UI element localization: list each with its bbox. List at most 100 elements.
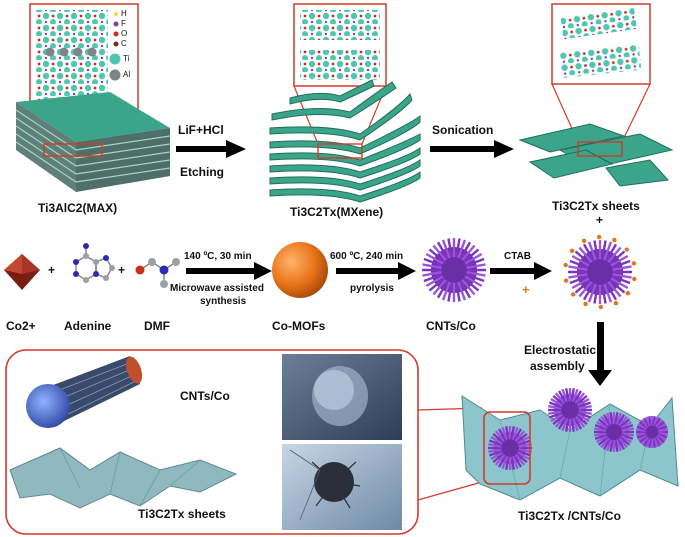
nanotube-spike bbox=[557, 417, 567, 430]
nanotube-spike bbox=[574, 279, 591, 294]
nanotube-spike bbox=[636, 433, 647, 439]
nanotube-spike bbox=[552, 394, 565, 406]
nanotube-spike bbox=[606, 439, 613, 452]
nanotube-spike bbox=[658, 428, 668, 433]
nanotube-spike bbox=[571, 388, 579, 403]
positive-charge-marker bbox=[569, 248, 575, 254]
nanotube-spike bbox=[616, 414, 626, 426]
assembly-label: assembly bbox=[530, 359, 585, 373]
legend-h-label: H bbox=[121, 9, 127, 18]
nanotube-spike bbox=[601, 240, 607, 260]
nanotube-spike bbox=[504, 456, 510, 470]
condition-1-label: 140 ºC, 30 min bbox=[184, 251, 252, 262]
nanotube-spike bbox=[510, 426, 516, 440]
nanotube-spike bbox=[511, 455, 519, 470]
nanotube-spike bbox=[441, 281, 451, 301]
plus-top-label: + bbox=[596, 213, 604, 227]
nanotube-spike bbox=[577, 413, 590, 423]
nanotube-spike bbox=[432, 244, 447, 261]
legend-c-label: C bbox=[121, 39, 127, 48]
nanotube-spike bbox=[550, 397, 563, 407]
nanotube-spike bbox=[436, 241, 449, 260]
nanotube-spike bbox=[497, 428, 507, 441]
nanotube-spike bbox=[656, 422, 667, 430]
nanotube-spike bbox=[436, 280, 449, 299]
positive-charge-icon: + bbox=[522, 282, 530, 297]
nanotube-spike bbox=[612, 273, 632, 279]
nanotube-spike bbox=[577, 411, 592, 419]
nanotube-spike bbox=[609, 250, 626, 265]
nanotube-spike bbox=[461, 279, 476, 296]
positive-charge-marker bbox=[612, 237, 617, 243]
nanotube-spike bbox=[619, 436, 631, 446]
nanotube-spike bbox=[422, 271, 442, 277]
nanotube-spike bbox=[653, 416, 659, 427]
nanotube-spike bbox=[457, 281, 467, 301]
nanotube-spike bbox=[620, 434, 632, 444]
nanotube-spike bbox=[605, 243, 618, 262]
nanotube-spike bbox=[423, 273, 443, 283]
nanotube-spike bbox=[569, 259, 589, 269]
nanotube-spike bbox=[593, 240, 599, 260]
atom-legend bbox=[109, 12, 121, 81]
nanotube-spike bbox=[654, 417, 662, 428]
positive-charge-marker bbox=[563, 262, 568, 268]
nanotube-spike bbox=[557, 390, 567, 403]
nanotube-spike bbox=[501, 455, 509, 470]
composite-cnts-spheres bbox=[488, 388, 668, 470]
nanotube-spike bbox=[638, 435, 648, 444]
nanotube-spike bbox=[501, 426, 509, 441]
nanotube-spike bbox=[488, 442, 502, 448]
positive-charge-marker bbox=[570, 292, 576, 297]
nanotube-spike bbox=[568, 273, 588, 279]
nanotube-spike bbox=[514, 430, 526, 443]
pyrolysis-label: pyrolysis bbox=[350, 283, 394, 294]
nanotube-spike bbox=[582, 243, 595, 262]
mxene-sheet-illustration bbox=[9, 447, 238, 509]
nanotube-spike bbox=[573, 417, 583, 430]
nanotube-spike bbox=[656, 435, 666, 444]
mxene-atomic-structure bbox=[293, 3, 387, 87]
nanotube-spike bbox=[657, 425, 668, 431]
nanotube-spike bbox=[425, 275, 444, 288]
positive-charge-marker bbox=[563, 278, 569, 283]
cobalt-ion-crystal bbox=[4, 254, 40, 290]
nanotube-spike bbox=[422, 263, 442, 269]
nanotube-spike bbox=[459, 241, 472, 260]
nanotube-spike bbox=[554, 392, 566, 405]
nanotube-spike bbox=[603, 283, 613, 303]
nanotube-spike bbox=[455, 282, 461, 302]
nanotube-spike bbox=[611, 275, 631, 285]
nanotube-spike bbox=[578, 404, 592, 410]
plus-2-label: + bbox=[118, 263, 126, 277]
nanotube-spike bbox=[504, 426, 510, 440]
positive-charge-marker bbox=[596, 234, 602, 240]
nanotube-spike bbox=[578, 281, 593, 298]
sonication-label: Sonication bbox=[432, 123, 494, 137]
nanotube-spike bbox=[466, 263, 486, 269]
nanotube-spike bbox=[465, 273, 485, 283]
nanotube-spike bbox=[464, 252, 483, 265]
nanotube-spike bbox=[564, 418, 570, 432]
cnts-co-label: CNTs/Co bbox=[426, 319, 476, 333]
nanotube-spike bbox=[601, 284, 607, 304]
nanotube-spike bbox=[561, 388, 569, 403]
adenine-label: Adenine bbox=[64, 319, 112, 333]
nanotube-spike bbox=[603, 241, 613, 261]
microwave-label-1: Microwave assisted bbox=[170, 283, 264, 294]
nanotube-spike bbox=[648, 416, 653, 426]
etching-arrow bbox=[176, 140, 246, 158]
nanotube-spike bbox=[517, 451, 530, 461]
nanotube-spike bbox=[573, 390, 583, 403]
nanotube-spike bbox=[425, 252, 444, 265]
nanotube-spike bbox=[611, 259, 631, 269]
nanotube-spike bbox=[575, 414, 588, 426]
sphere-core bbox=[430, 246, 478, 294]
nanotube-spike bbox=[640, 418, 649, 428]
max-label: Ti3AlC2(MAX) bbox=[38, 201, 118, 215]
sphere-core bbox=[576, 248, 624, 296]
ctab-label: CTAB bbox=[504, 251, 532, 262]
max-layered-block bbox=[15, 92, 171, 192]
nanotube-spike bbox=[621, 433, 634, 440]
